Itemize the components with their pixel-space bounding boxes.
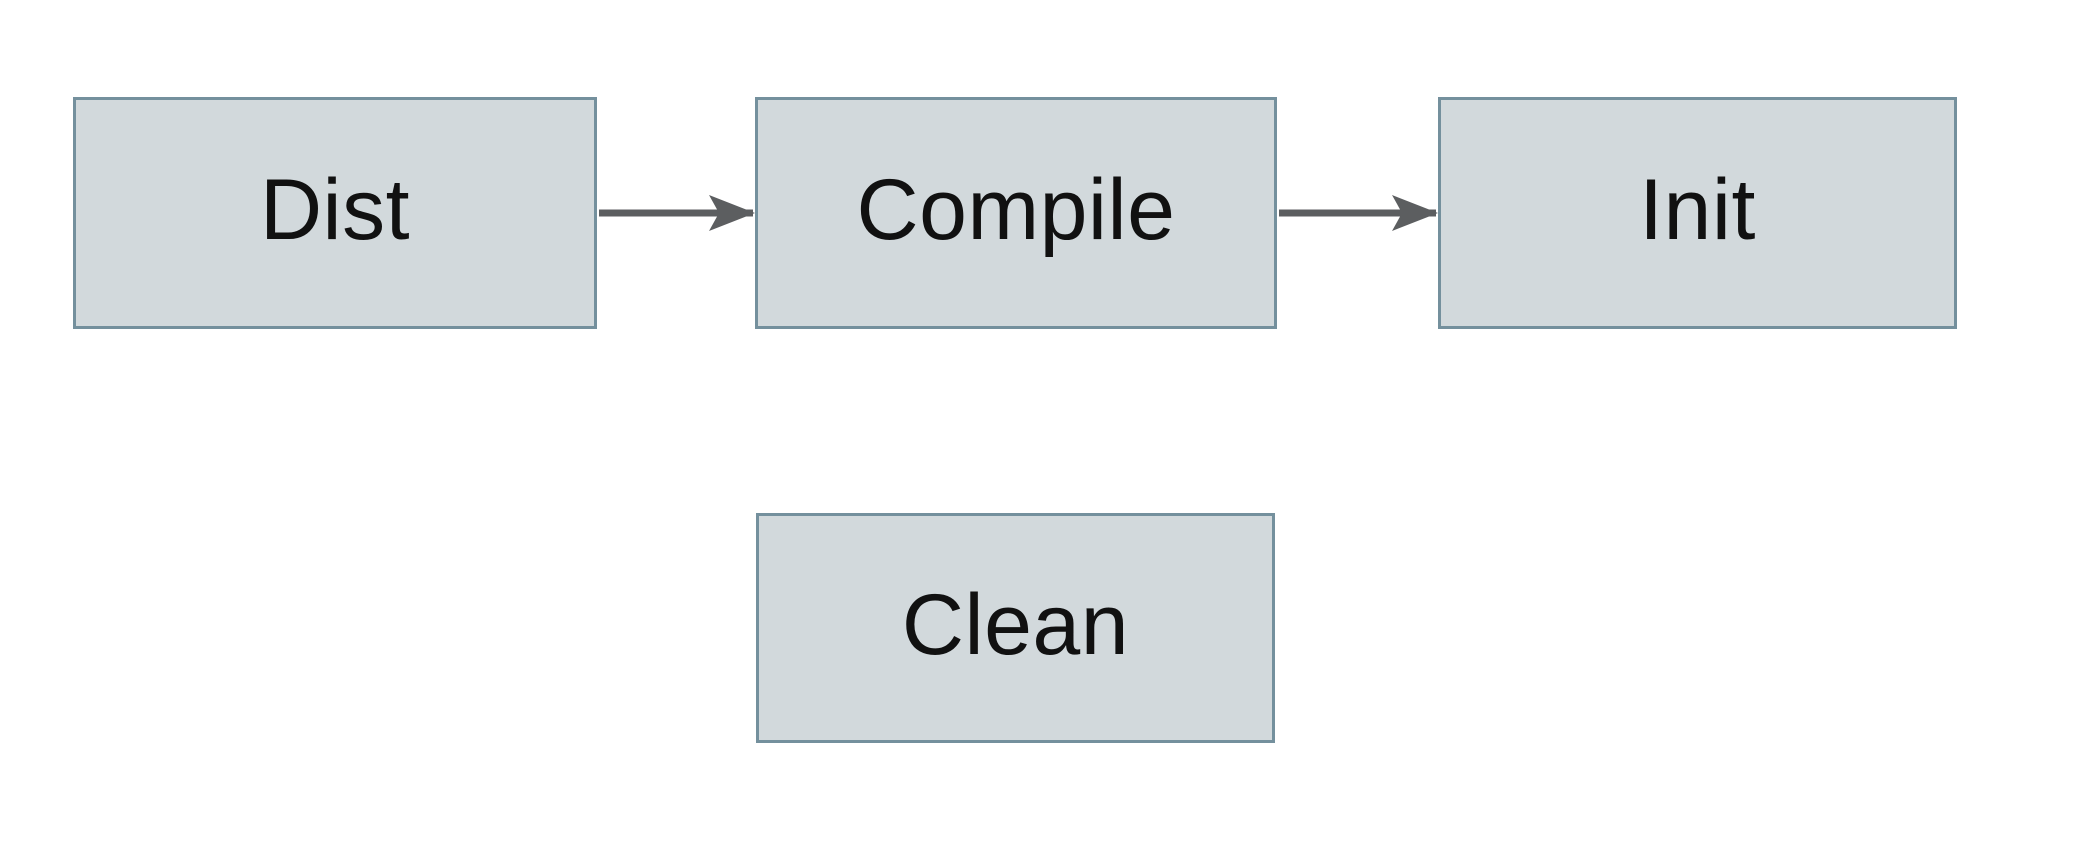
- node-init: Init: [1438, 97, 1957, 329]
- node-clean-label: Clean: [901, 577, 1130, 673]
- node-compile: Compile: [755, 97, 1277, 329]
- node-compile-label: Compile: [856, 162, 1176, 258]
- node-init-label: Init: [1639, 162, 1756, 258]
- node-dist-label: Dist: [259, 162, 411, 258]
- node-clean: Clean: [756, 513, 1275, 743]
- node-dist: Dist: [73, 97, 597, 329]
